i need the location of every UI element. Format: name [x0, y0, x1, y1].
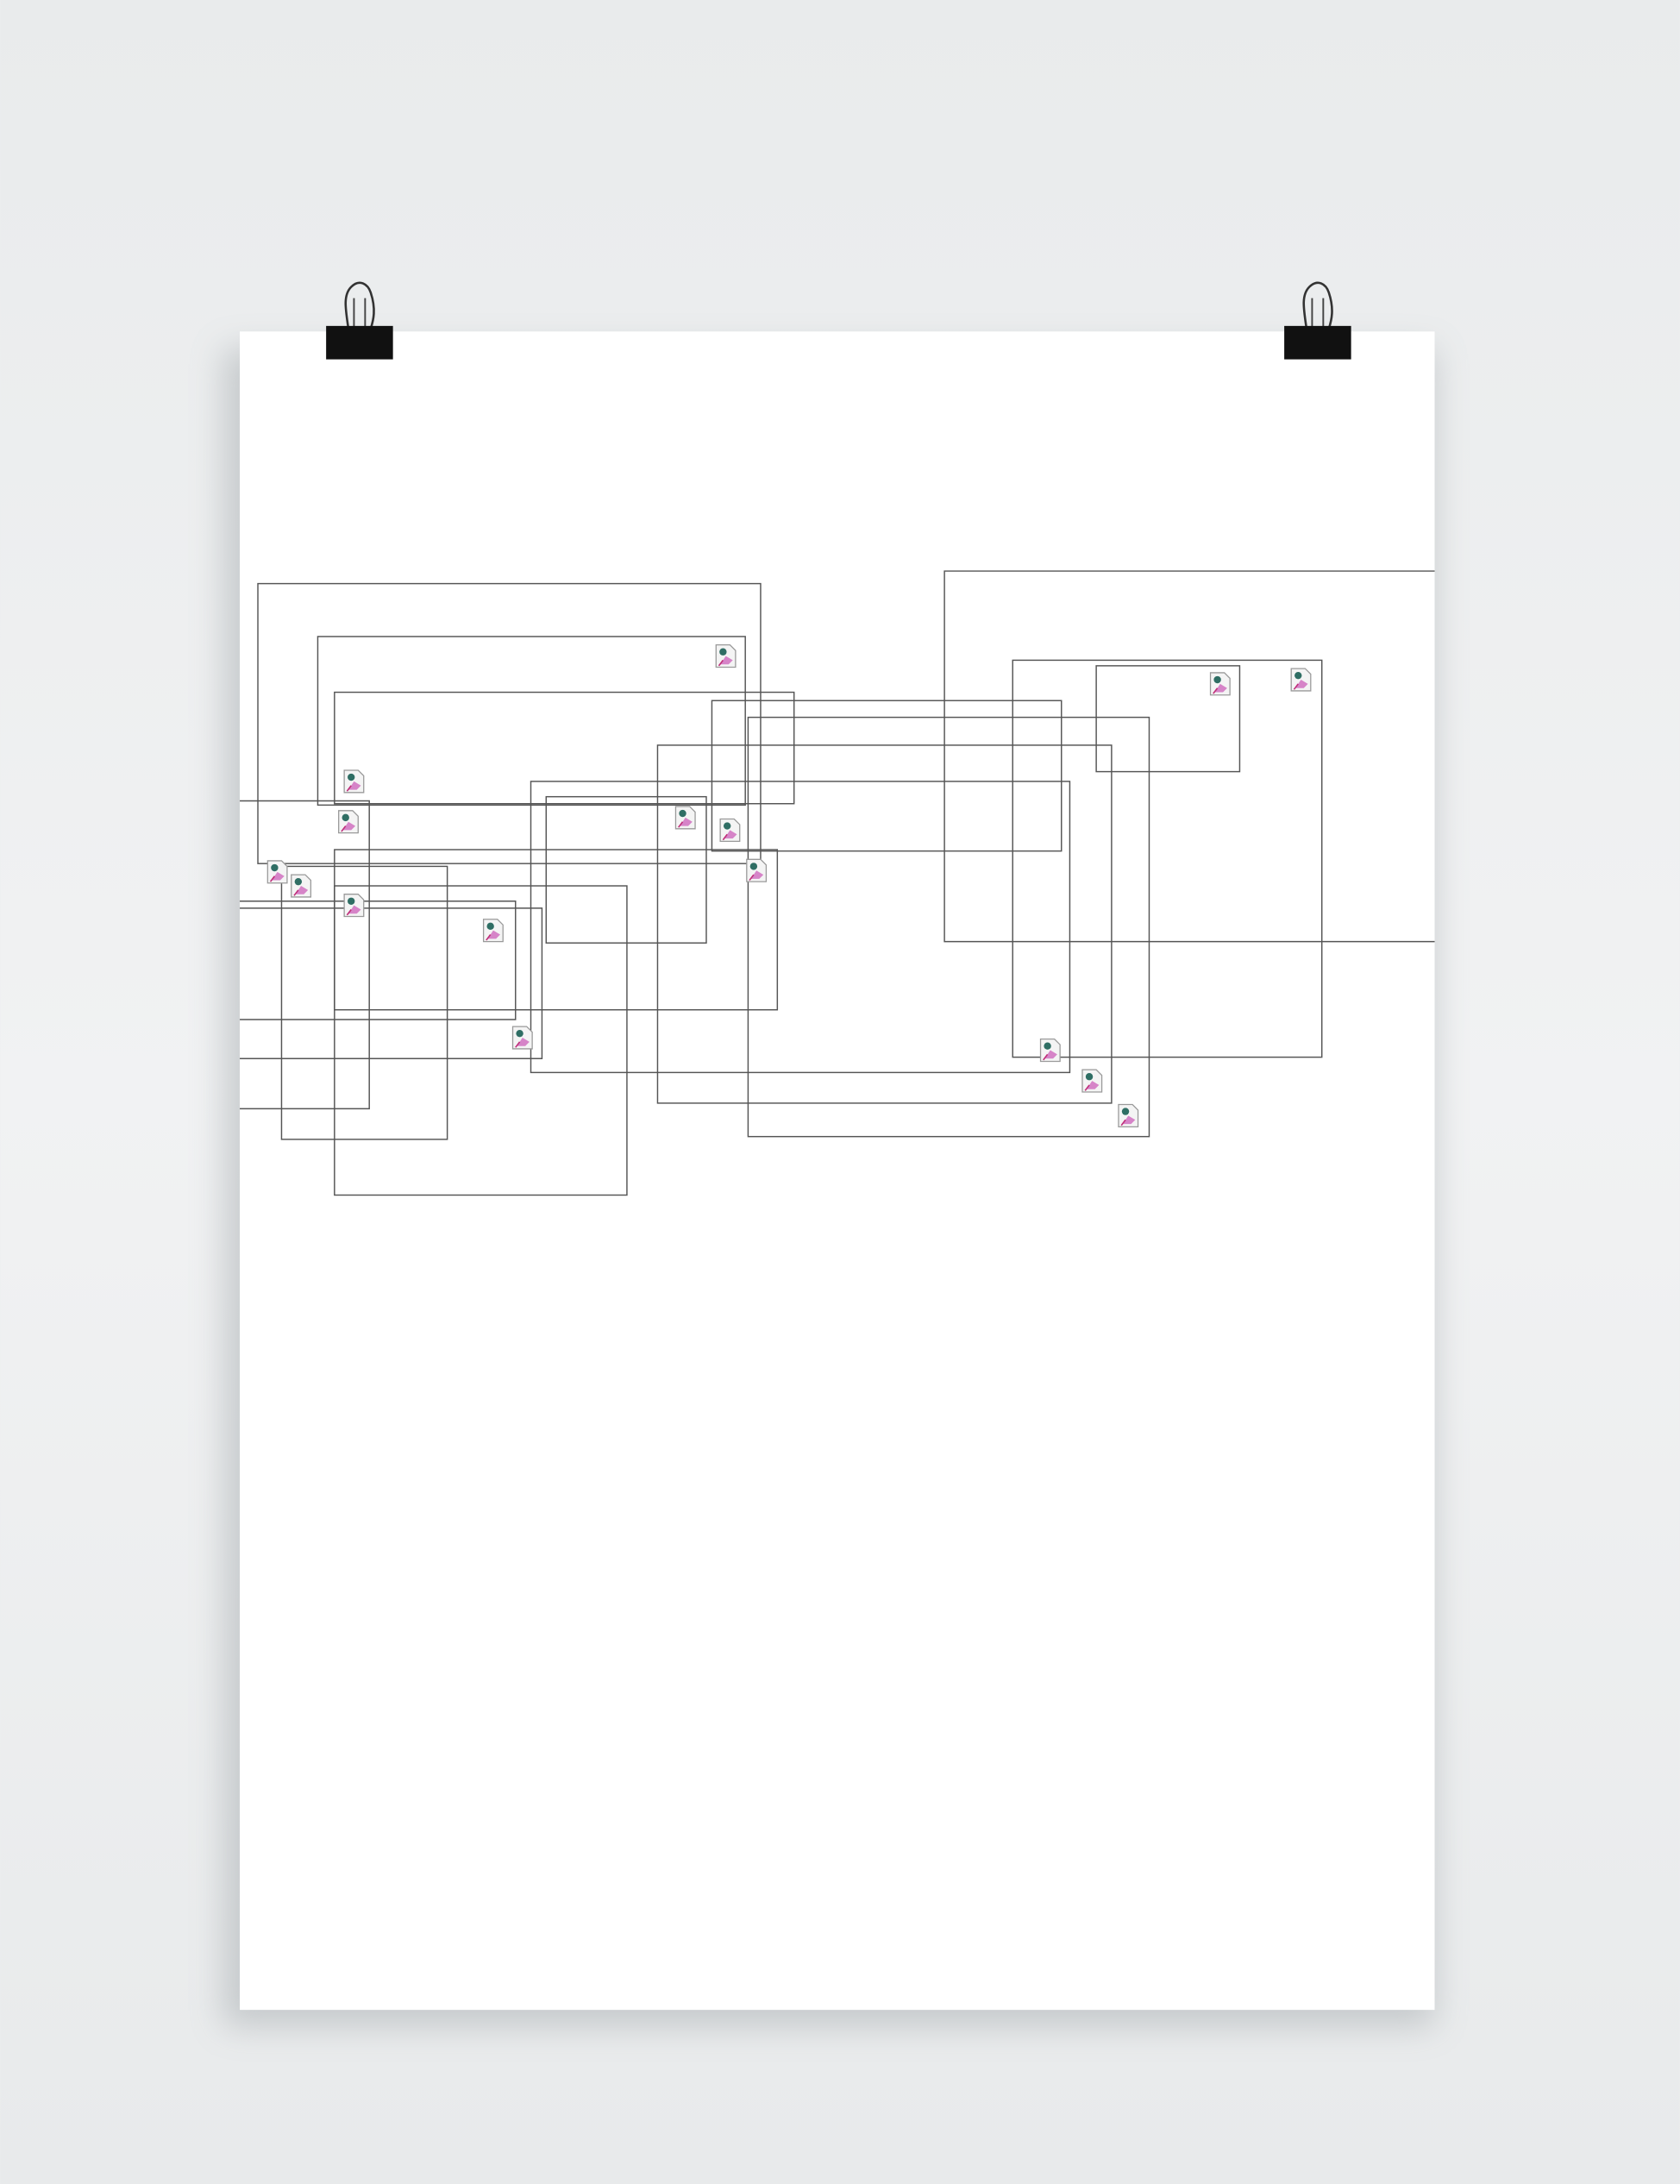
image-frame [317, 636, 746, 806]
image-frame [240, 901, 517, 1020]
image-frame [257, 582, 762, 864]
broken-image-icon [715, 643, 737, 668]
broken-image-icon [674, 806, 696, 830]
broken-image-icon [482, 918, 505, 943]
broken-image-icon [1039, 1038, 1061, 1063]
broken-image-icon [1290, 668, 1312, 692]
image-frame [240, 800, 370, 1110]
image-frame [1012, 659, 1323, 1058]
frame-layout [240, 570, 1435, 1196]
broken-image-icon [1118, 1103, 1139, 1128]
image-frame [1095, 665, 1241, 773]
image-frame [943, 570, 1435, 943]
broken-image-icon [337, 810, 360, 834]
image-frame [240, 907, 543, 1059]
broken-image-icon [746, 858, 768, 882]
binder-clip-icon [326, 281, 393, 360]
broken-image-icon [1081, 1069, 1103, 1093]
broken-image-icon [266, 860, 288, 884]
image-frame [334, 885, 628, 1196]
broken-image-icon [343, 769, 365, 794]
broken-image-icon [343, 893, 365, 918]
binder-clip-icon [1284, 281, 1351, 360]
broken-image-icon [290, 874, 312, 898]
poster-sheet [240, 331, 1435, 2011]
broken-image-icon [1209, 672, 1231, 696]
image-frame [280, 865, 448, 1140]
image-frame [747, 716, 1150, 1138]
broken-image-icon [511, 1026, 533, 1050]
image-frame [545, 795, 707, 944]
image-frame [656, 744, 1113, 1104]
image-frame [530, 781, 1071, 1074]
image-frame [334, 691, 795, 805]
image-frame [711, 700, 1063, 852]
broken-image-icon [719, 818, 741, 843]
